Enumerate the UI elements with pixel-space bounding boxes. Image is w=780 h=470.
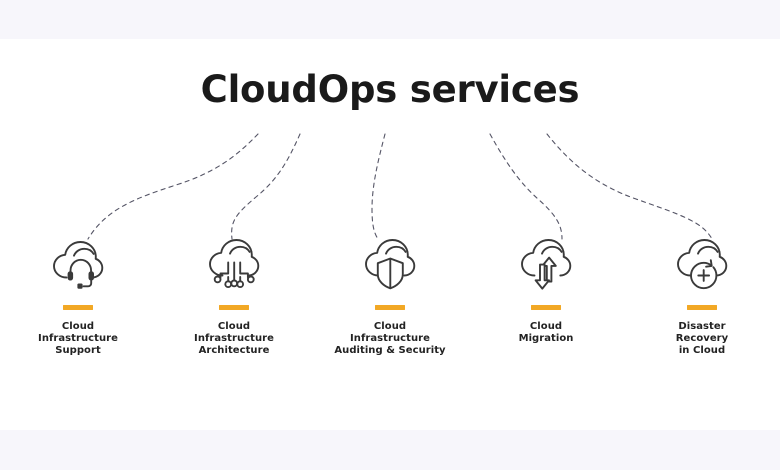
accent-bar [219,305,249,310]
service-card-cloud-infrastructure-architecture[interactable]: Cloud Infrastructure Architecture [156,235,312,358]
service-card-cloud-infrastructure-auditing-security[interactable]: Cloud Infrastructure Auditing & Security [312,235,468,358]
infographic-canvas: CloudOps services [0,39,780,430]
services-row: Cloud Infrastructure Support [0,235,780,358]
top-background-band [0,0,780,39]
service-label: Cloud Infrastructure Support [38,321,118,357]
connector-line-4 [489,133,563,240]
accent-bar [63,305,93,310]
connector-line-2 [231,133,301,240]
service-label: Cloud Migration [518,321,574,345]
cloud-shield-icon [359,235,421,293]
accent-bar [375,305,405,310]
service-card-cloud-infrastructure-support[interactable]: Cloud Infrastructure Support [0,235,156,358]
cloud-up-down-arrows-icon [515,235,577,293]
accent-bar [687,305,717,310]
service-card-cloud-migration[interactable]: Cloud Migration [468,235,624,345]
service-card-disaster-recovery-in-cloud[interactable]: Disaster Recovery in Cloud [624,235,780,358]
bottom-background-band [0,430,780,470]
cloud-circuit-nodes-icon [203,235,265,293]
page-title: CloudOps services [200,68,580,111]
cloud-headset-icon [47,235,109,293]
service-label: Cloud Infrastructure Architecture [194,321,274,357]
connector-line-3 [371,133,386,240]
connector-line-5 [546,133,713,240]
service-label: Cloud Infrastructure Auditing & Security [334,321,446,357]
accent-bar [531,305,561,310]
service-label: Disaster Recovery in Cloud [675,321,729,357]
connector-line-1 [87,133,259,240]
cloud-refresh-plus-icon [671,235,733,293]
